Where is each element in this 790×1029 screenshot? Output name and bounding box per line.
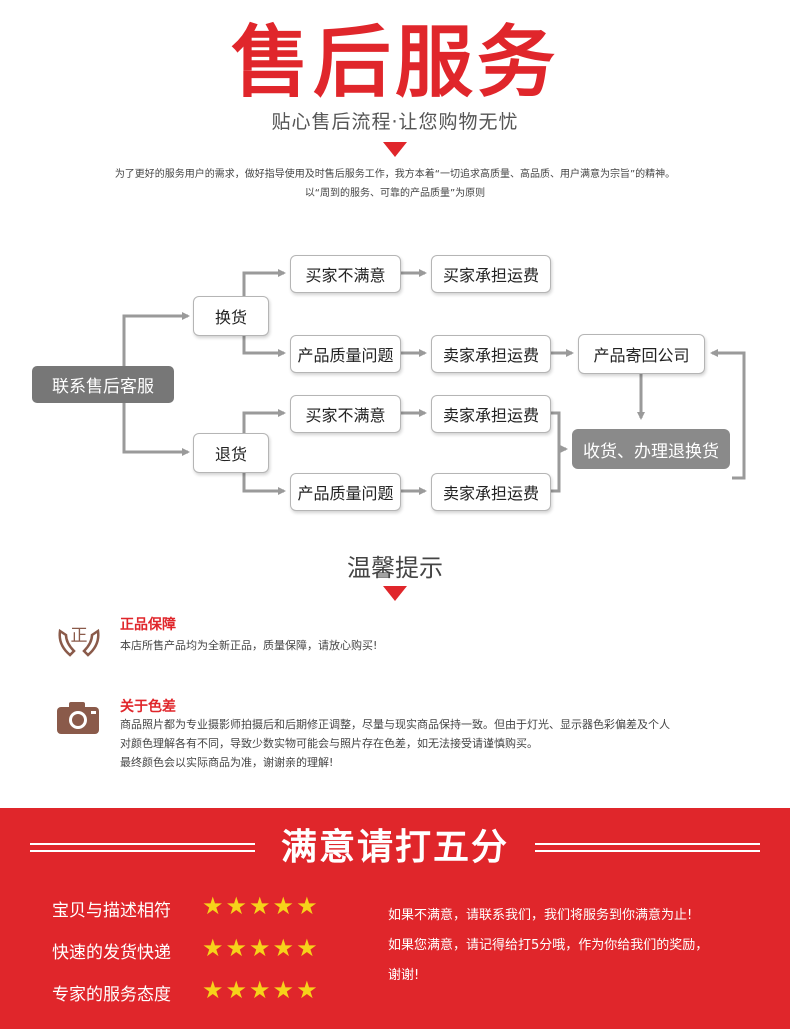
page-subtitle: 贴心售后流程·让您购物无忧 xyxy=(271,111,519,133)
genuine-text: 本店所售产品均为全新正品，质量保障，请放心购买! xyxy=(120,639,378,652)
flow-connectors xyxy=(122,269,746,495)
rating-note-2: 如果您满意，请记得给打5分哦，作为你给我们的奖励， xyxy=(388,938,709,953)
color-diff-title: 关于色差 xyxy=(120,699,176,715)
color-diff-text-3: 最终颜色会以实际商品为准，谢谢亲的理解! xyxy=(120,756,334,769)
camera-icon xyxy=(55,700,101,736)
intro-line-1: 为了更好的服务用户的需求，做好指导使用及时售后服务工作，我方本着“一切追求高质量… xyxy=(114,169,676,180)
rating-title: 满意请打五分 xyxy=(280,827,509,868)
title-divider-left xyxy=(30,843,255,845)
rating-label: 专家的服务态度 xyxy=(52,985,171,1005)
refund-seller-pays-node: 卖家承担运费 xyxy=(431,473,551,511)
exchange-node: 换货 xyxy=(193,296,269,336)
page-title: 售后服务 xyxy=(230,18,559,108)
refund-shipping-node: 卖家承担运费 xyxy=(431,395,551,433)
title-divider-right xyxy=(535,850,760,852)
genuine-title: 正品保障 xyxy=(120,617,176,633)
refund-node: 退货 xyxy=(193,433,269,473)
title-divider-right xyxy=(535,843,760,845)
send-back-node: 产品寄回公司 xyxy=(578,334,705,374)
rating-note-1: 如果不满意，请联系我们，我们将服务到你满意为止! xyxy=(388,908,693,923)
five-star-icon: ★★★★★ xyxy=(202,892,320,920)
refund-unsatisfied-node: 买家不满意 xyxy=(290,395,401,433)
rating-label: 宝贝与描述相符 xyxy=(52,901,171,921)
genuine-icon-char: 正 xyxy=(71,626,88,646)
exchange-quality-node: 产品质量问题 xyxy=(290,335,401,373)
color-diff-text-1: 商品照片都为专业摄影师拍摄后和后期修正调整，尽量与现实商品保持一致。但由于灯光、… xyxy=(120,718,670,731)
color-diff-text-2: 对颜色理解各有不同，导致少数实物可能会与照片存在色差，如无法接受请谨慎购买。 xyxy=(120,737,538,750)
intro-line-2: 以“周到的服务、可靠的产品质量”为原则 xyxy=(304,188,486,199)
exchange-unsatisfied-node: 买家不满意 xyxy=(290,255,401,293)
refund-quality-node: 产品质量问题 xyxy=(290,473,401,511)
receive-process-node: 收货、办理退换货 xyxy=(572,429,730,469)
five-star-icon: ★★★★★ xyxy=(202,976,320,1004)
rating-label: 快速的发货快递 xyxy=(52,943,171,963)
contact-service-node: 联系售后客服 xyxy=(32,366,174,403)
tips-heading: 温馨提示 xyxy=(347,554,443,582)
down-triangle-icon xyxy=(383,586,407,601)
rating-note-3: 谢谢! xyxy=(388,968,420,983)
down-triangle-icon xyxy=(383,142,407,157)
exchange-buyer-pays-node: 买家承担运费 xyxy=(431,255,551,293)
genuine-hands-icon: 正 xyxy=(56,615,102,661)
exchange-seller-pays-node: 卖家承担运费 xyxy=(431,335,551,373)
five-star-icon: ★★★★★ xyxy=(202,934,320,962)
title-divider-left xyxy=(30,850,255,852)
